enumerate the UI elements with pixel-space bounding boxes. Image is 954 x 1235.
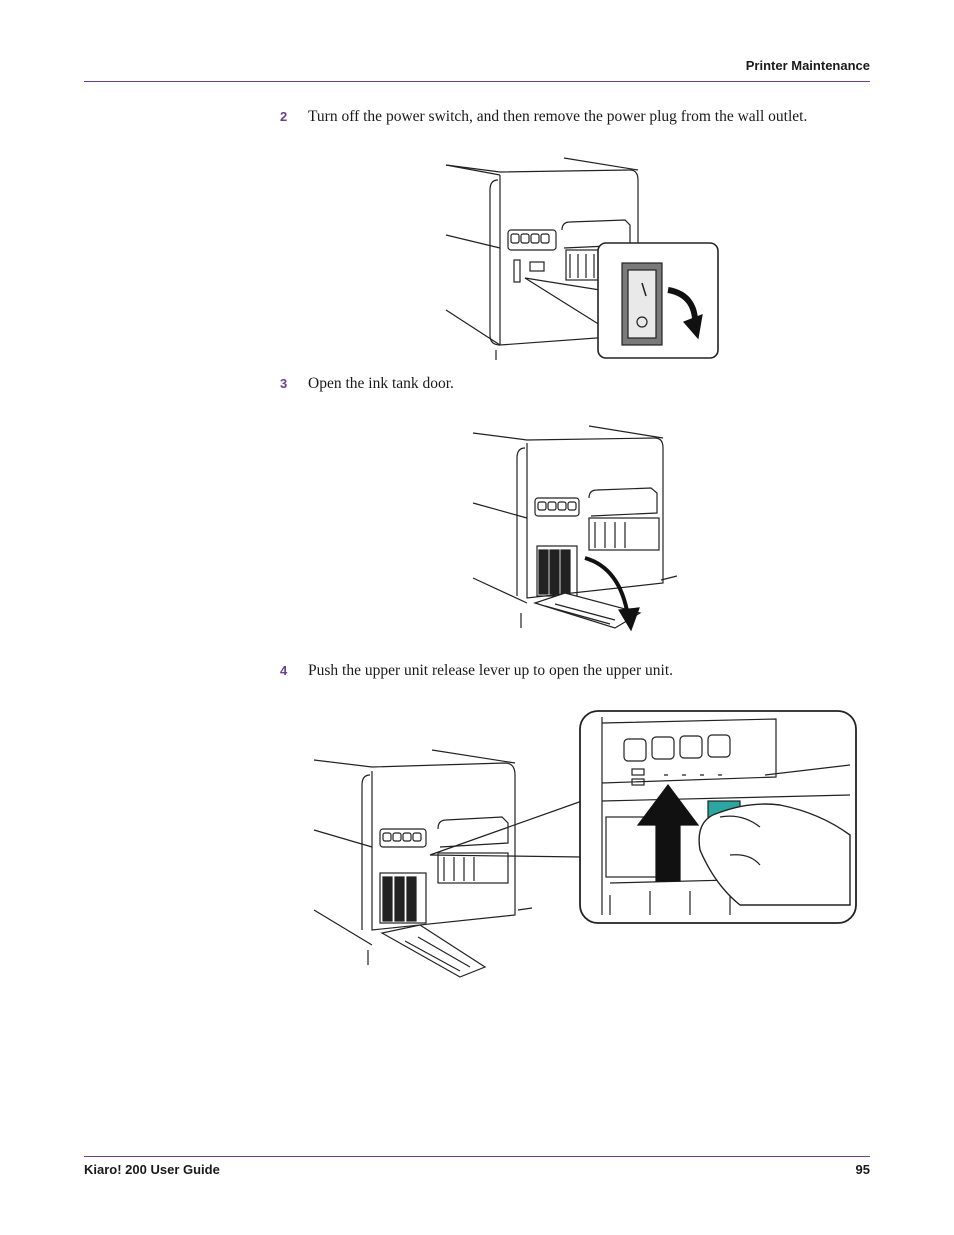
step-text: Push the upper unit release lever up to … xyxy=(308,662,674,679)
figure-ink-tank-door xyxy=(465,418,685,633)
step-text: Open the ink tank door. xyxy=(308,375,454,392)
header-rule xyxy=(84,81,870,82)
step-number: 4 xyxy=(280,663,288,678)
step-number: 3 xyxy=(280,376,288,391)
figure-power-switch: I O xyxy=(440,150,730,365)
step-number: 2 xyxy=(280,109,288,124)
footer-rule xyxy=(84,1156,870,1157)
figure-release-lever xyxy=(310,705,862,990)
running-header: Printer Maintenance xyxy=(745,58,870,73)
footer-doc-title: Kiaro! 200 User Guide xyxy=(84,1162,220,1177)
page-number: 95 xyxy=(855,1162,870,1177)
step-text: Turn off the power switch, and then remo… xyxy=(308,108,808,125)
